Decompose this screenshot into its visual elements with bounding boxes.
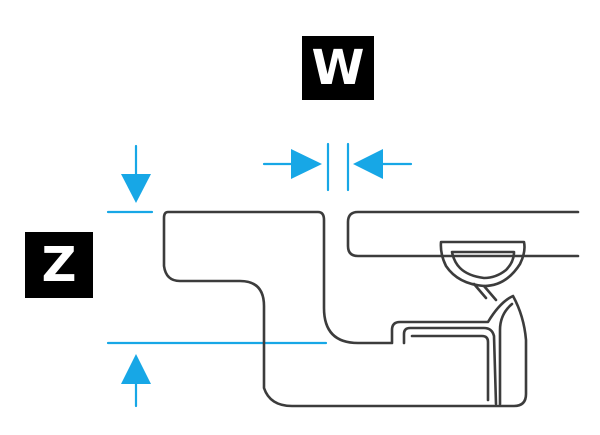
profile-outlines [162,210,580,408]
width-arrow-right-head [353,149,383,179]
height-label: Z [25,232,93,298]
upper-rail [346,210,580,258]
cap-stem [482,284,498,302]
right-lip [498,302,514,406]
inner-channel [402,326,498,406]
hook-profile [162,210,528,408]
width-label-text: W [311,40,365,96]
d-cap-inner [450,250,516,280]
inner-channel-line [410,334,490,402]
height-arrow-top-head [121,174,151,203]
height-label-text: Z [41,237,77,293]
height-arrow-bottom-head [121,354,151,384]
cap-stem-inner [472,282,488,300]
width-label: W [302,36,374,100]
dimension-markers [106,142,413,408]
width-arrow-left-head [291,149,322,179]
